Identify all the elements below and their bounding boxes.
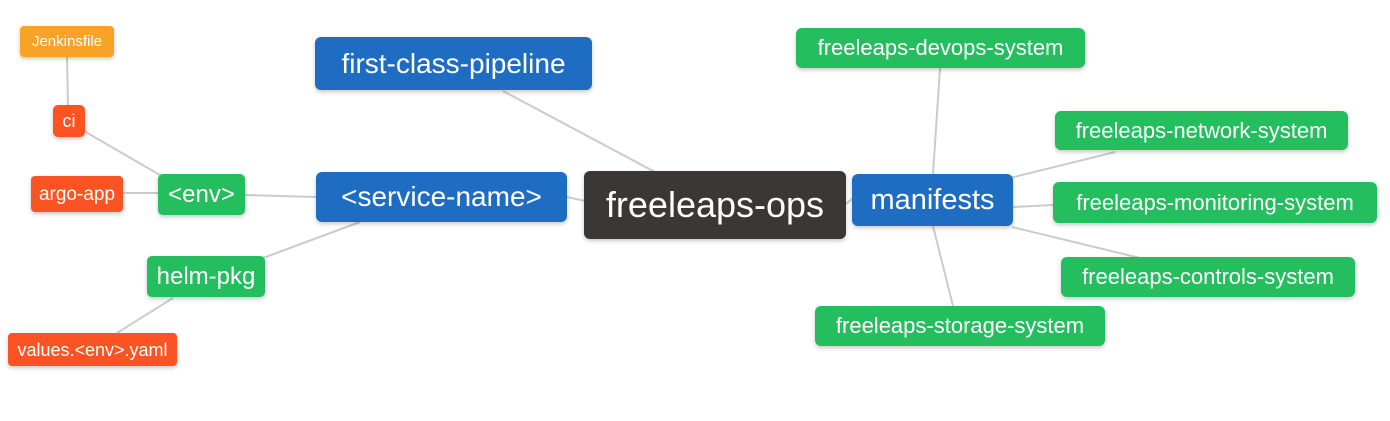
node-helm-pkg[interactable]: helm-pkg	[147, 256, 265, 297]
node-freeleaps-network-system[interactable]: freeleaps-network-system	[1055, 111, 1348, 150]
edge-manifests-network	[1009, 151, 1116, 179]
node-freeleaps-controls-system[interactable]: freeleaps-controls-system	[1061, 257, 1355, 297]
node-first-class-pipeline[interactable]: first-class-pipeline	[315, 37, 592, 90]
edge-ci-env	[83, 130, 166, 179]
node-argo-app[interactable]: argo-app	[31, 176, 123, 212]
edge-helm-pkg-service-name	[262, 221, 361, 259]
edge-manifests-controls	[1011, 226, 1141, 259]
node-freeleaps-devops-system[interactable]: freeleaps-devops-system	[796, 28, 1085, 68]
edge-manifests-devops	[932, 67, 941, 175]
edge-ops-manifests	[845, 198, 853, 205]
node-freeleaps-monitoring-system[interactable]: freeleaps-monitoring-system	[1053, 182, 1377, 223]
edge-service-name-ops	[566, 196, 586, 202]
node-ci[interactable]: ci	[53, 105, 85, 137]
node-env[interactable]: <env>	[158, 174, 245, 215]
edge-pipeline-ops	[502, 90, 656, 173]
edge-env-service-name	[244, 194, 317, 198]
edge-manifests-monitoring	[1012, 204, 1054, 208]
edge-jenkinsfile-ci	[66, 56, 69, 106]
node-freeleaps-storage-system[interactable]: freeleaps-storage-system	[815, 306, 1105, 346]
edge-values-helm-pkg	[116, 297, 174, 334]
node-values-env-yaml[interactable]: values.<env>.yaml	[8, 333, 177, 366]
node-manifests[interactable]: manifests	[852, 174, 1013, 226]
node-jenkinsfile[interactable]: Jenkinsfile	[20, 26, 114, 57]
node-service-name[interactable]: <service-name>	[316, 172, 567, 222]
node-freeleaps-ops[interactable]: freeleaps-ops	[584, 171, 846, 239]
edge-manifests-storage	[932, 225, 954, 307]
